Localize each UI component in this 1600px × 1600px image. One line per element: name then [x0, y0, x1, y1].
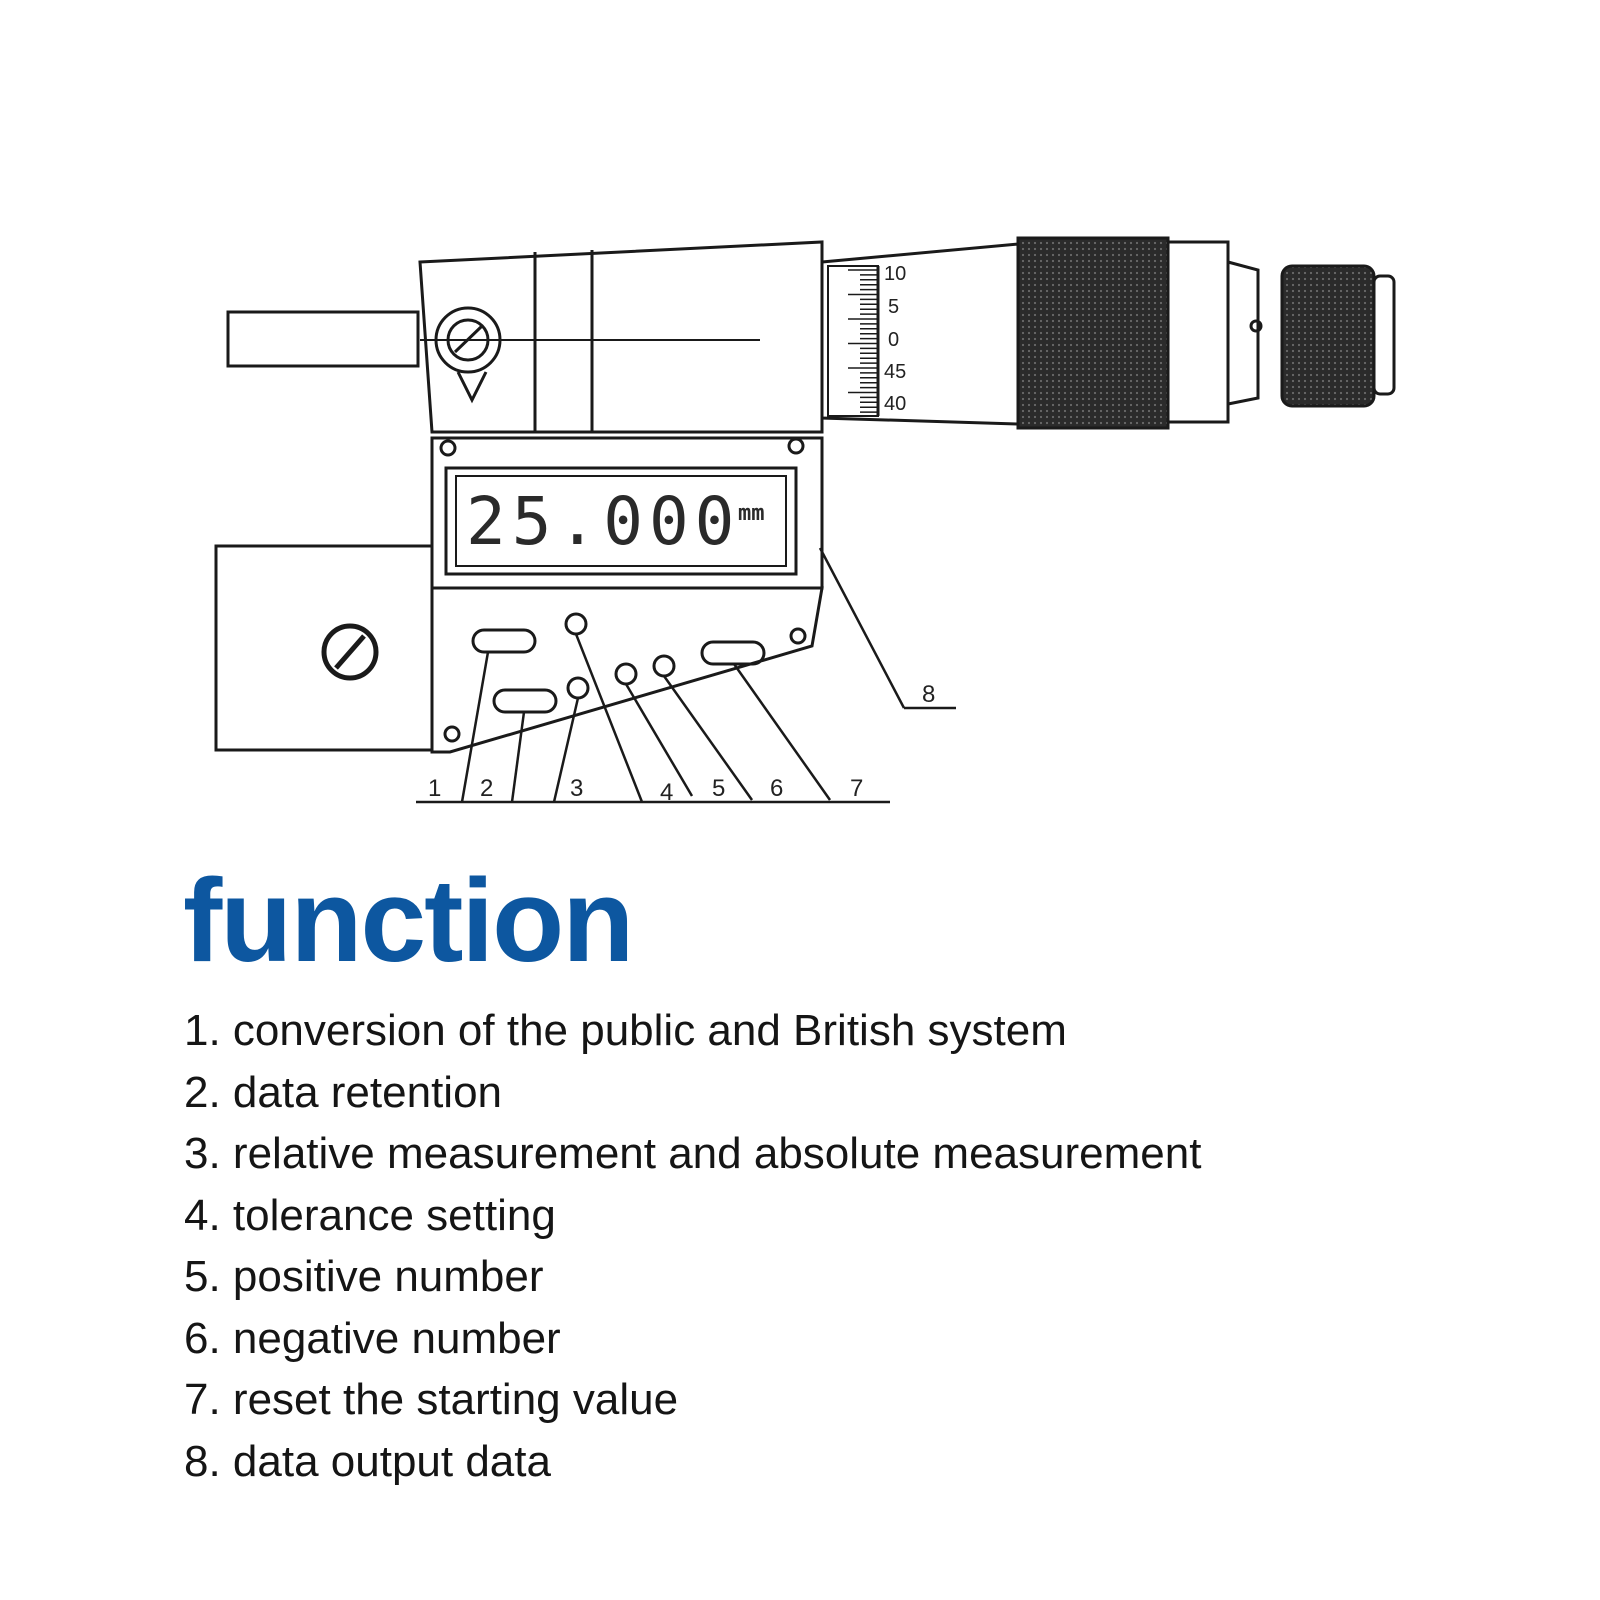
- thimble-scale-label: 10: [884, 263, 906, 285]
- callout-numbers: 1 2 3 4 5 6 7 8: [428, 681, 935, 806]
- function-item: 7. reset the starting value: [184, 1375, 679, 1424]
- callout-number: 6: [770, 775, 783, 802]
- callout-number: 8: [922, 681, 935, 708]
- function-item: 3. relative measurement and absolute mea…: [184, 1129, 1202, 1178]
- thimble-scale: 10 5 0 45 40: [884, 263, 906, 415]
- callout-lines: [416, 547, 956, 804]
- function-item: 5. positive number: [184, 1252, 544, 1301]
- thimble-scale-label: 45: [884, 361, 906, 383]
- micrometer-diagram: 10 5 0 45 40 25.000 mm 1 2 3 4 5 6 7 8: [214, 236, 1396, 806]
- thimble-scale-label: 40: [884, 393, 906, 415]
- thimble-scale-label: 0: [888, 329, 899, 351]
- callout-number: 7: [850, 775, 863, 802]
- function-item: 8. data output data: [184, 1436, 551, 1486]
- function-list: 1. conversion of the public and British …: [184, 1000, 1201, 1492]
- function-item: 1. conversion of the public and British …: [184, 1006, 1067, 1055]
- thimble-tick-marks: [848, 269, 878, 413]
- callout-number: 5: [712, 775, 725, 802]
- thimble-scale-label: 5: [888, 296, 899, 318]
- function-heading: function: [183, 855, 634, 987]
- function-item: 4. tolerance setting: [184, 1190, 556, 1240]
- lcd-display-value: 25.000: [466, 483, 740, 560]
- function-item: 2. data retention: [184, 1067, 503, 1117]
- callout-number: 2: [480, 775, 493, 802]
- micrometer-body: [214, 236, 1396, 754]
- function-item: 6. negative number: [184, 1313, 561, 1363]
- lcd-display-unit: mm: [738, 501, 765, 526]
- callout-number: 1: [428, 775, 441, 802]
- callout-number: 3: [570, 775, 583, 802]
- callout-number: 4: [660, 779, 673, 806]
